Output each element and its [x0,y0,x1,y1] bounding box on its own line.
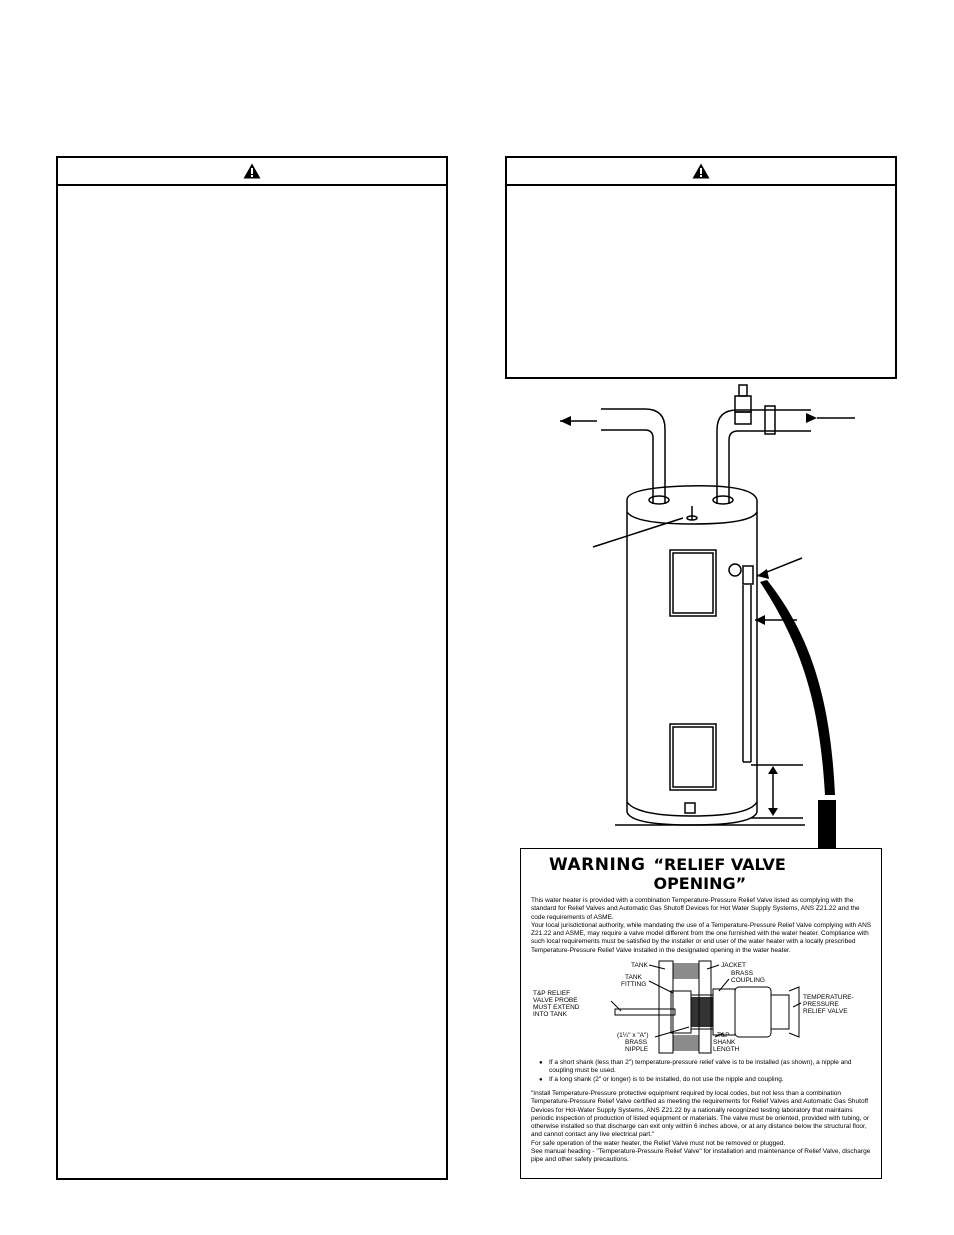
warning-box-left [56,156,448,1180]
fit-label-tank-fitting-1: TANK [625,974,643,981]
water-heater-illustration [560,384,855,850]
fit-label-probe-2: VALVE PROBE [533,997,578,1004]
warning-triangle-icon [243,163,261,179]
warning-header-left [58,158,446,186]
label-footer-2: For safe operation of the water heater, … [531,1139,786,1147]
fit-label-tank: TANK [631,962,649,969]
fit-label-nipple-1: (1¼" x "A") [617,1032,648,1039]
fit-label-valve-3: RELIEF VALVE [803,1008,848,1015]
fit-label-shank-3: LENGTH [713,1046,740,1053]
fit-label-tank-fitting-2: FITTING [621,981,646,988]
fit-label-shank-2: SHANK [713,1039,736,1046]
relief-valve-warning-label: WARNING “RELIEF VALVE OPENING” This wate… [520,848,882,1179]
label-bullets: If a short shank (less than 2") temperat… [539,1059,873,1085]
fit-label-probe-1: T&P RELIEF [533,990,570,997]
bullet-short-shank: If a short shank (less than 2") temperat… [539,1059,873,1076]
fit-label-valve-2: PRESSURE [803,1001,839,1008]
label-footer-1: "Install Temperature-Pressure protective… [531,1089,870,1139]
label-title-warning: WARNING [549,855,646,875]
fit-label-coupling-2: COUPLING [731,977,765,984]
warning-triangle-icon [692,163,710,179]
label-footer-3: See manual heading - "Temperature-Pressu… [531,1148,871,1164]
fit-label-nipple-3: NIPPLE [625,1046,649,1053]
label-intro-2: Your local jurisdictional authority, whi… [531,921,872,954]
fit-label-jacket: JACKET [721,962,746,969]
fit-label-shank-1: T&P [717,1032,730,1039]
fit-label-probe-4: INTO TANK [533,1011,568,1018]
bullet-long-shank: If a long shank (2" or longer) is to be … [539,1076,873,1085]
tp-valve-fitting-diagram: TANK JACKET BRASS COUPLING TANK FITTING … [533,960,854,1054]
label-title-relief-valve-opening: “RELIEF VALVE OPENING” [653,855,786,893]
fit-label-nipple-2: BRASS [625,1039,648,1046]
label-title: WARNING “RELIEF VALVE OPENING” [549,855,873,893]
warning-box-right [505,156,897,379]
warning-header-right [507,158,895,186]
fit-label-valve-1: TEMPERATURE- [803,994,854,1001]
label-intro-1: This water heater is provided with a com… [531,897,860,921]
fit-label-probe-3: MUST EXTEND [533,1004,580,1011]
fit-label-brass-1: BRASS [731,970,754,977]
